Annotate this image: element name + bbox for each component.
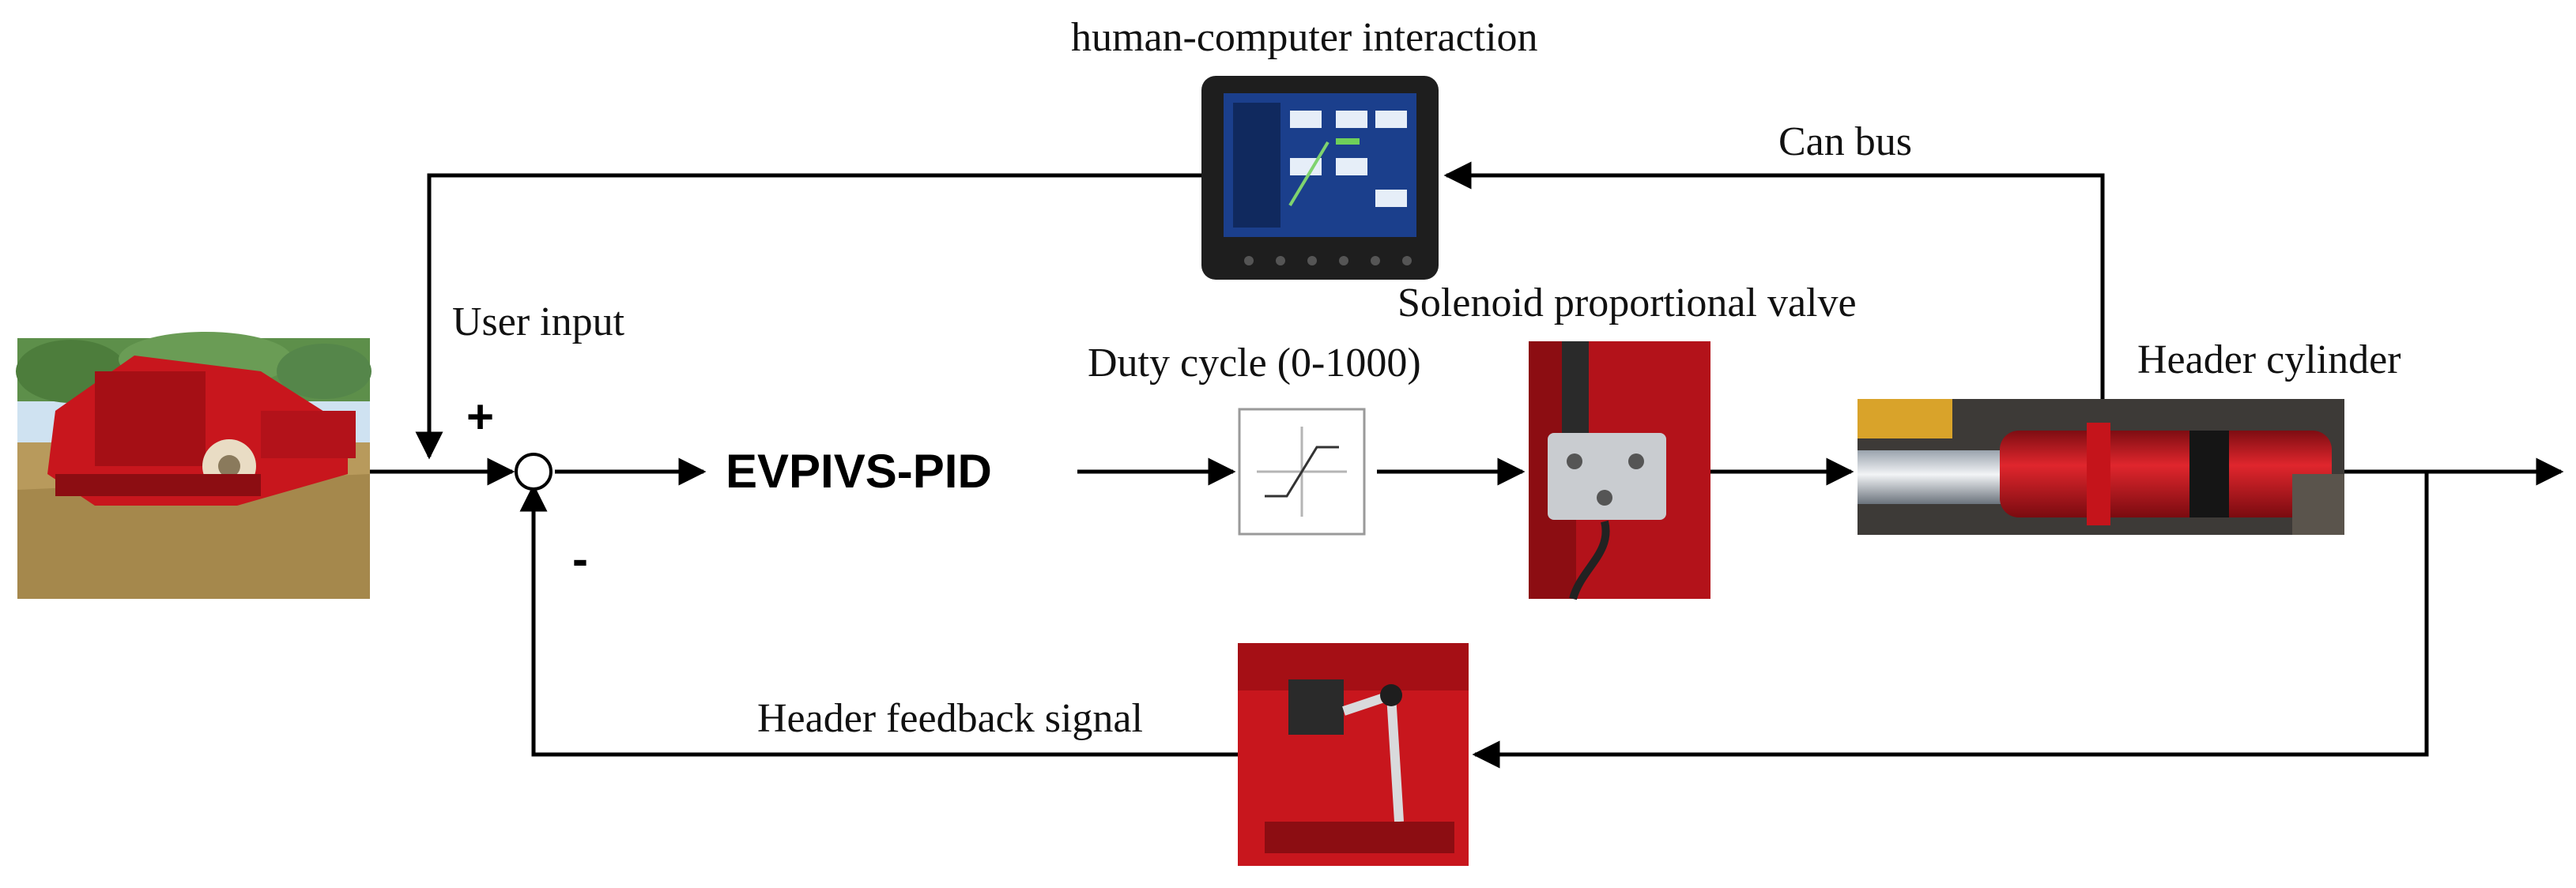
- feedback-to-sum: [519, 484, 1238, 757]
- duty-cycle-label: Duty cycle (0-1000): [1088, 341, 1421, 386]
- plus-sign: +: [466, 390, 494, 443]
- cylinder-label: Header cylinder: [2137, 337, 2401, 382]
- sensor-photo: [1238, 643, 1469, 866]
- cylinder-photo: [1858, 399, 2344, 535]
- minus-sign: -: [572, 532, 588, 585]
- harvester-photo: [16, 332, 372, 599]
- signal-lines: [370, 161, 2564, 769]
- touchscreen-photo: [1201, 76, 1439, 280]
- can-bus-label: Can bus: [1778, 119, 1912, 164]
- valve-label: Solenoid proportional valve: [1397, 280, 1857, 325]
- feedback-label: Header feedback signal: [757, 696, 1143, 741]
- valve-photo: [1529, 341, 1710, 600]
- feedback-to-sensor: [1472, 472, 2429, 769]
- user-input-label: User input: [452, 299, 625, 344]
- hci-to-user-input: [415, 173, 1201, 460]
- saturation-block-icon: [1238, 408, 1366, 536]
- summing-junction: [515, 453, 553, 491]
- can-bus-line: [1443, 161, 2105, 399]
- controller-label: EVPIVS-PID: [726, 445, 992, 498]
- hci-label: human-computer interaction: [1071, 15, 1538, 60]
